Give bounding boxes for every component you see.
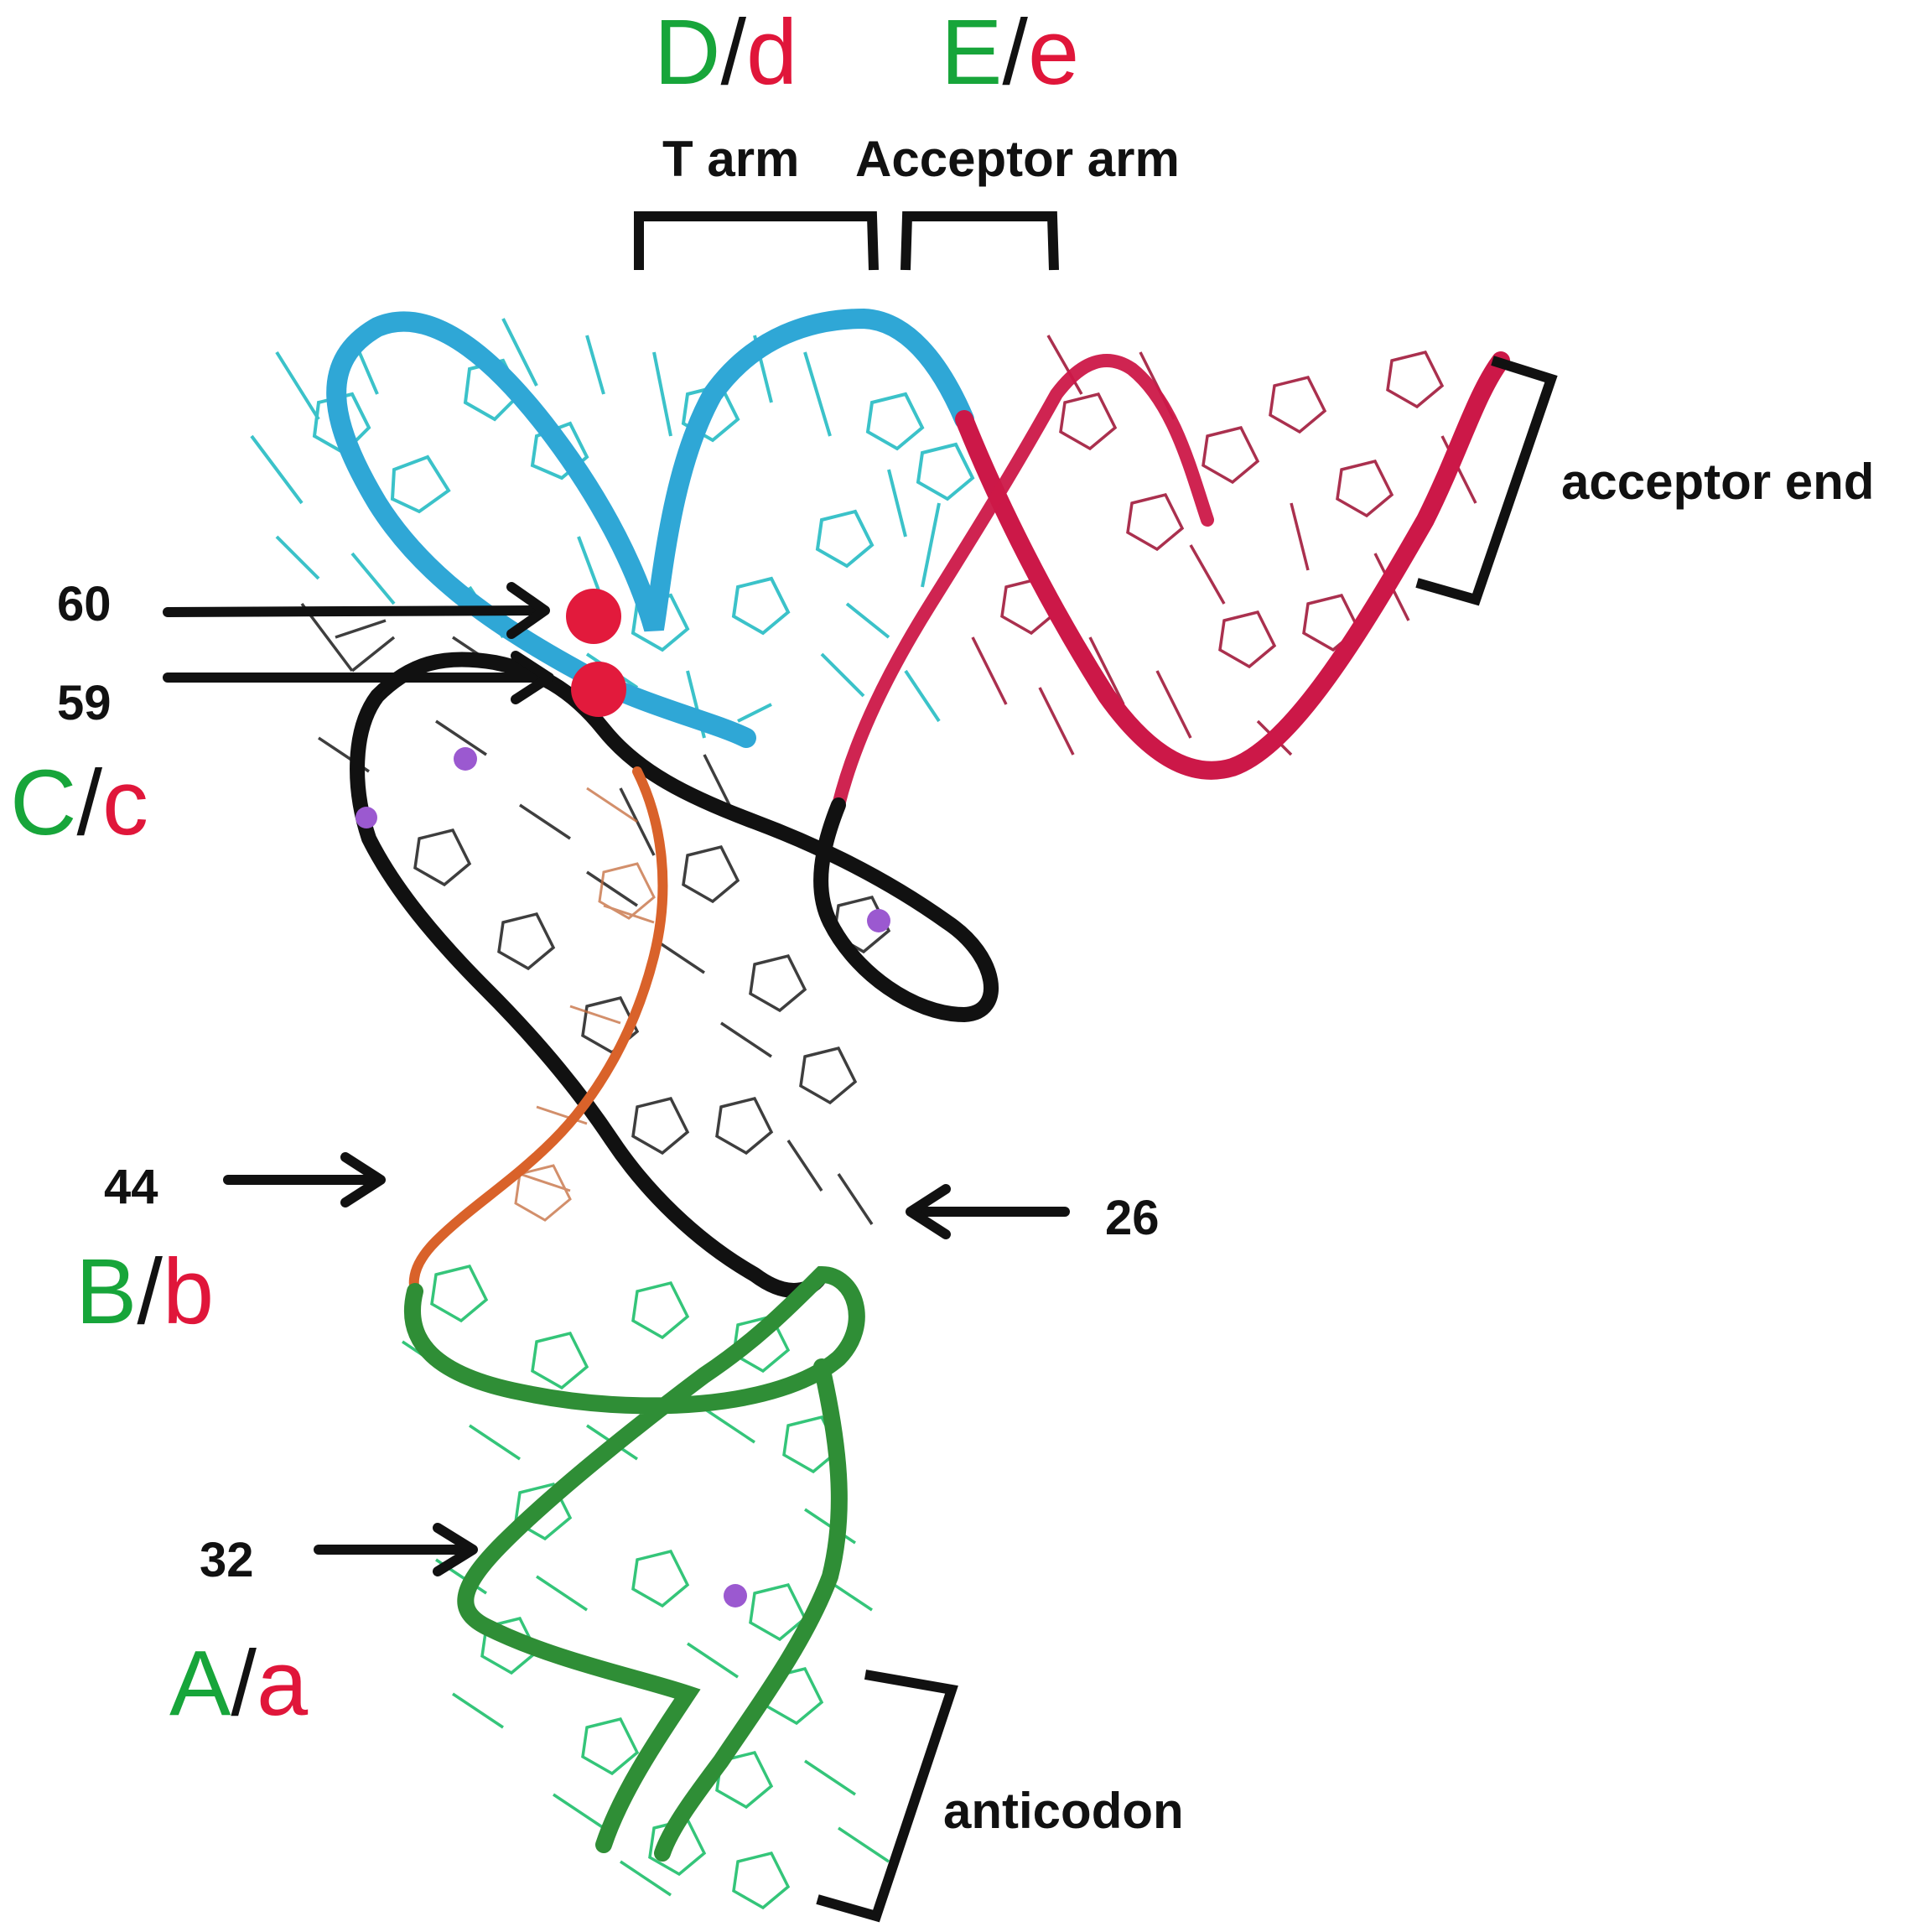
position-label-32: 32: [200, 1533, 254, 1587]
acceptor-arm-label: Acceptor arm: [855, 131, 1180, 187]
acceptor-end-bracket: [1415, 356, 1558, 606]
position-label-60: 60: [57, 577, 112, 631]
d-arm-ribbon: [350, 652, 999, 1298]
anticodon-bracket: [816, 1670, 958, 1923]
ion: [724, 1584, 747, 1607]
arrow-26: [906, 1184, 1070, 1239]
arrow-44: [223, 1152, 386, 1208]
acceptor-end-label: acceptor end: [1561, 454, 1874, 510]
region-label-b: B/b: [75, 1240, 214, 1343]
position-label-26: 26: [1105, 1191, 1160, 1245]
region-label-c: C/c: [10, 751, 148, 854]
region-label-a: A/a: [169, 1632, 309, 1735]
anticodon-label: anticodon: [943, 1783, 1184, 1839]
arrow-32: [314, 1523, 478, 1576]
arrows: [163, 582, 1070, 1576]
metal-ions: [356, 747, 890, 1607]
acceptor-ribbon-back: [832, 354, 1214, 812]
arrow-60: [163, 582, 550, 639]
dark-wireframe: [300, 602, 891, 1225]
ion: [867, 909, 890, 932]
t-arm-label: T arm: [662, 131, 799, 187]
position-label-59: 59: [57, 676, 112, 730]
ion: [356, 807, 377, 828]
arrow-59: [163, 651, 554, 704]
region-label-d: D/d: [654, 1, 797, 104]
region-label-e: E/e: [941, 1, 1079, 104]
ion: [454, 747, 477, 771]
orange-wireframe: [514, 787, 656, 1222]
marker-60: [566, 589, 621, 644]
marker-59: [571, 662, 626, 717]
variable-loop-ribbon: [408, 766, 668, 1296]
anticodon-ribbon: [403, 1265, 865, 1862]
position-label-44: 44: [104, 1160, 158, 1214]
acceptor-ribbon: [955, 351, 1510, 780]
t-arm-bracket: [634, 211, 879, 271]
acceptor-arm-bracket: [901, 211, 1059, 271]
